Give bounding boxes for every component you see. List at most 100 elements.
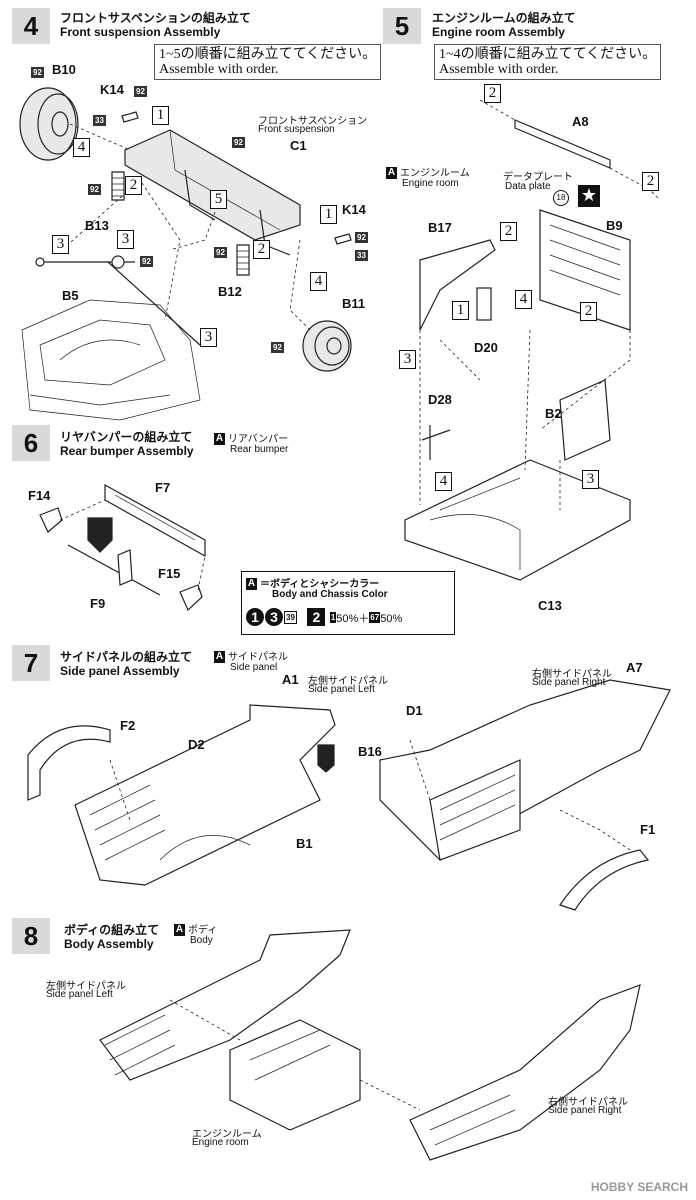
body-drawing bbox=[99, 929, 641, 1161]
paint-code: 92 bbox=[232, 137, 245, 148]
body-right-panel-en: Side panel Right bbox=[548, 1105, 622, 1116]
part-label: K14 bbox=[342, 202, 366, 217]
step5-order-note: 1~4の順番に組み立ててください。 Assemble with order. bbox=[434, 44, 662, 80]
engine-room-callout-en: Engine room bbox=[402, 178, 459, 189]
step5-title-en: Engine room Assembly bbox=[432, 25, 565, 39]
step6-title-en: Rear bumper Assembly bbox=[60, 444, 194, 458]
side-panel-drawing bbox=[27, 679, 671, 911]
part-label: C1 bbox=[290, 138, 307, 153]
side-panel-right-jp: 右側サイドパネル bbox=[532, 669, 612, 680]
side-panel-callout-en: Side panel bbox=[230, 662, 278, 673]
part-label: D2 bbox=[188, 737, 205, 752]
part-label: B9 bbox=[606, 218, 623, 233]
order-4: 4 bbox=[515, 290, 532, 309]
mix-ratio: 50% bbox=[380, 613, 403, 625]
part-label: F7 bbox=[155, 480, 171, 495]
order-3: 3 bbox=[117, 230, 134, 249]
paint-code: 92 bbox=[88, 184, 101, 195]
part-label: B5 bbox=[62, 288, 79, 303]
order-2: 2 bbox=[642, 172, 659, 191]
part-label: B11 bbox=[342, 296, 366, 311]
order-2: 2 bbox=[253, 240, 270, 259]
data-plate-label-en: Data plate bbox=[505, 181, 551, 192]
part-label: D1 bbox=[406, 703, 423, 718]
body-callout-en: Body bbox=[190, 935, 213, 946]
paint-code: 92 bbox=[31, 67, 44, 78]
color-tag-a: A bbox=[246, 578, 257, 590]
order-2: 2 bbox=[484, 84, 501, 103]
note-jp: 1~5の順番に組み立ててください。 bbox=[159, 47, 377, 62]
color-chip: 3 bbox=[265, 608, 283, 626]
order-2: 2 bbox=[125, 176, 142, 195]
body-engine-room-en: Engine room bbox=[192, 1137, 249, 1148]
order-1: 1 bbox=[452, 301, 469, 320]
front-suspension-drawing bbox=[19, 87, 352, 421]
order-4: 4 bbox=[435, 472, 452, 491]
part-label: B16 bbox=[358, 744, 382, 759]
color-tag-a: A bbox=[214, 433, 225, 445]
part-label: B13 bbox=[85, 218, 109, 233]
star-decal-icon: ★ bbox=[578, 185, 600, 207]
body-right-panel-jp: 右側サイドパネル bbox=[548, 1097, 628, 1108]
color-tag-a: A bbox=[386, 167, 397, 179]
color-chip: 1 bbox=[246, 608, 264, 626]
part-label: A1 bbox=[282, 672, 299, 687]
step7-title-jp: サイドパネルの組み立て bbox=[60, 650, 193, 664]
paint-code: 33 bbox=[355, 250, 368, 261]
part-label: C13 bbox=[538, 598, 562, 613]
paint-code: 92 bbox=[271, 342, 284, 353]
paint-code: 92 bbox=[214, 247, 227, 258]
step-number-5: 5 bbox=[383, 8, 421, 44]
order-1: 1 bbox=[152, 106, 169, 125]
note-jp: 1~4の順番に組み立ててください。 bbox=[439, 47, 657, 62]
color-chip: 2 bbox=[307, 608, 326, 626]
step7-title-en: Side panel Assembly bbox=[60, 664, 180, 678]
paint-code: 33 bbox=[93, 115, 106, 126]
engine-room-drawing bbox=[404, 99, 661, 581]
watermark: HOBBY SEARCH bbox=[590, 1180, 688, 1194]
part-label: B10 bbox=[52, 62, 76, 77]
step8-title-en: Body Assembly bbox=[64, 937, 154, 951]
side-panel-right-en: Side panel Right bbox=[532, 677, 606, 688]
mix-ratio: 50%＋ bbox=[336, 613, 370, 625]
color-chip-small: 67 bbox=[369, 612, 381, 624]
order-3: 3 bbox=[399, 350, 416, 369]
order-1: 1 bbox=[320, 205, 337, 224]
step4-order-note: 1~5の順番に組み立ててください。 Assemble with order. bbox=[154, 44, 382, 80]
paint-code: 92 bbox=[355, 232, 368, 243]
part-label: F1 bbox=[640, 822, 656, 837]
note-en: Assemble with order. bbox=[439, 62, 559, 77]
step4-title-en: Front suspension Assembly bbox=[60, 25, 221, 39]
part-label: F9 bbox=[90, 596, 106, 611]
data-plate-label-jp: データプレート bbox=[503, 172, 573, 183]
paint-code: 92 bbox=[140, 256, 153, 267]
step5-title-jp: エンジンルームの組み立て bbox=[432, 11, 576, 25]
step-number-7: 7 bbox=[12, 645, 50, 681]
order-2: 2 bbox=[580, 302, 597, 321]
front-suspension-label-jp: フロントサスペンション bbox=[258, 116, 368, 127]
order-4: 4 bbox=[310, 272, 327, 291]
part-label: B12 bbox=[218, 284, 242, 299]
decal-number: 18 bbox=[553, 190, 569, 206]
order-5: 5 bbox=[210, 190, 227, 209]
color-tag-a: A bbox=[174, 924, 185, 936]
order-3: 3 bbox=[52, 235, 69, 254]
step4-title-jp: フロントサスペンションの組み立て bbox=[60, 11, 251, 25]
part-label: A7 bbox=[626, 660, 643, 675]
step-number-4: 4 bbox=[12, 8, 50, 44]
side-panel-left-jp: 左側サイドパネル bbox=[308, 676, 388, 687]
part-label: K14 bbox=[100, 82, 124, 97]
part-label: B2 bbox=[545, 406, 562, 421]
front-suspension-label-en: Front suspension bbox=[258, 124, 335, 135]
side-panel-left-en: Side panel Left bbox=[308, 684, 375, 695]
part-label: D20 bbox=[474, 340, 498, 355]
rear-bumper-drawing bbox=[39, 483, 206, 612]
body-left-panel-en: Side panel Left bbox=[46, 989, 113, 1000]
